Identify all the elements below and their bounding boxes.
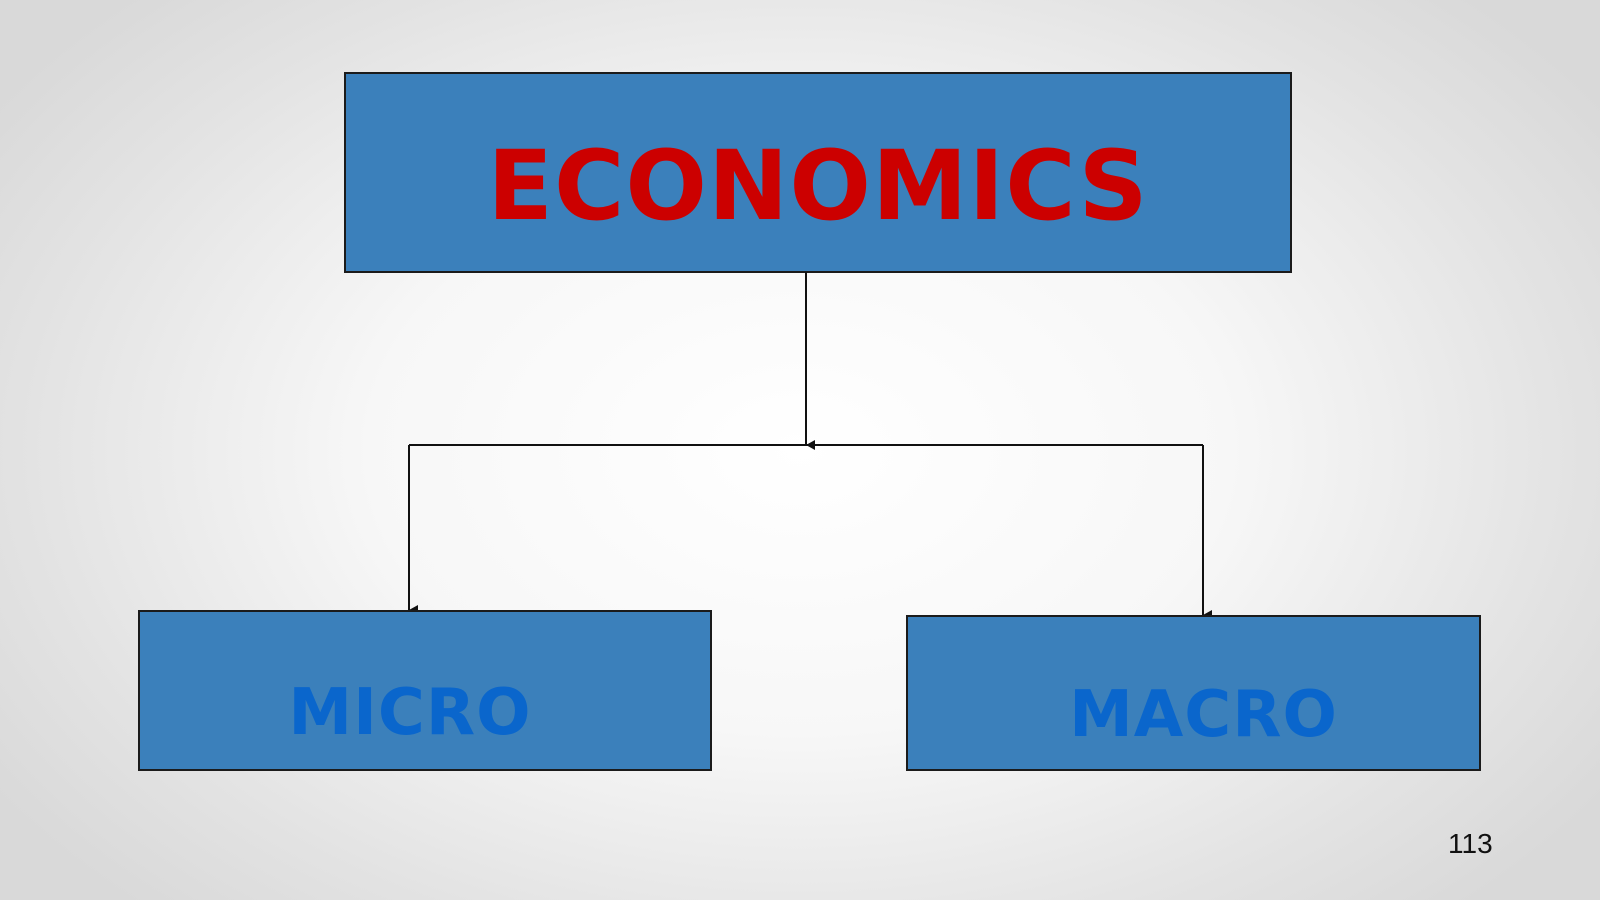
node-micro: MICRO — [138, 610, 712, 771]
node-economics-label: ECONOMICS — [487, 129, 1149, 242]
node-macro-label: MACRO — [1069, 678, 1338, 752]
node-economics: ECONOMICS — [344, 72, 1292, 273]
node-macro: MACRO — [906, 615, 1481, 771]
node-micro-label: MICRO — [288, 675, 532, 750]
page-number: 113 — [1448, 828, 1493, 859]
